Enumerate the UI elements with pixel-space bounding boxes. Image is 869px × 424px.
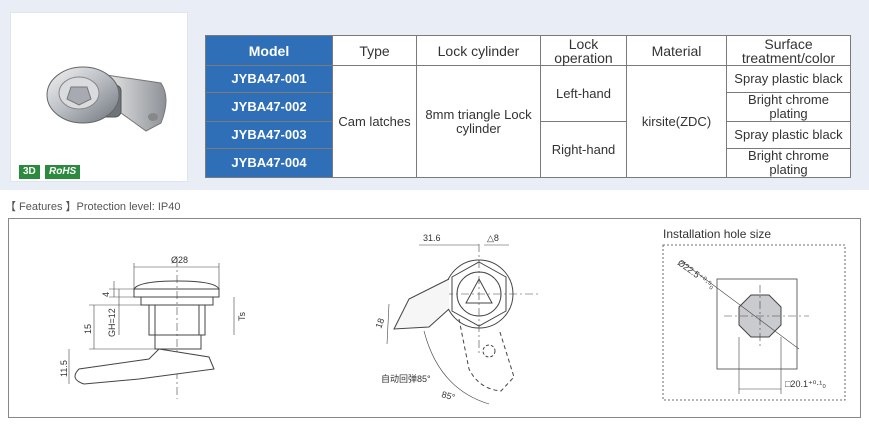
dim-31-6: 31.6 — [423, 233, 441, 243]
dim-triangle-8: △8 — [487, 233, 499, 243]
dim-11-5: 11.5 — [59, 360, 69, 377]
model-cell: JYBA47-003 — [205, 121, 333, 149]
lock-operation-cell: Right-hand — [540, 121, 627, 178]
dim-diameter-22-5: Ø22.5⁺⁰·⁵₀ — [676, 258, 717, 292]
dim-gh-12: GH=12 — [107, 308, 117, 337]
table-row: JYBA47-004 Bright chrome plating — [205, 148, 851, 178]
model-cell: JYBA47-004 — [205, 148, 333, 178]
product-photo: 3D RoHS — [10, 12, 188, 182]
surface-cell: Spray plastic black — [726, 121, 851, 149]
surface-cell: Spray plastic black — [726, 65, 851, 93]
header-type: Type — [332, 35, 417, 66]
surface-cell: Bright chrome plating — [726, 92, 851, 122]
header-surface: Surface treatment/color — [726, 35, 851, 66]
hole-size-title: Installation hole size — [663, 227, 771, 241]
model-cell: JYBA47-001 — [205, 65, 333, 93]
dim-diameter-28: Ø28 — [171, 255, 188, 265]
dim-4: 4 — [101, 292, 111, 297]
technical-drawing: Ø28 4 GH=12 15 Ts 11.5 31.6 △8 18 自动回弹85… — [8, 218, 861, 418]
header-lock-operation: Lock operation — [540, 35, 627, 66]
header-material: Material — [626, 35, 727, 66]
dim-18: 18 — [373, 317, 386, 330]
dim-ts: Ts — [237, 312, 247, 322]
table-row: JYBA47-001 Cam latches 8mm triangle Lock… — [205, 65, 851, 178]
type-cell: Cam latches — [332, 65, 417, 178]
front-view — [386, 244, 539, 405]
lock-cylinder-cell: 8mm triangle Lock cylinder — [416, 65, 541, 178]
dim-15: 15 — [83, 324, 93, 334]
lock-operation-cell: Left-hand — [540, 65, 627, 122]
cam-latch-image — [46, 66, 167, 132]
badge-3d: 3D — [19, 165, 40, 179]
dim-square-20-1: □20.1⁺⁰·¹₀ — [785, 379, 826, 389]
features-line: 【 Features 】Protection level: IP40 — [5, 201, 181, 213]
hole-view — [662, 244, 846, 401]
surface-cell: Bright chrome plating — [726, 148, 851, 178]
header-lock-cylinder: Lock cylinder — [416, 35, 541, 66]
table-row: JYBA47-002 Bright chrome plating — [205, 92, 851, 122]
header-model: Model — [205, 35, 333, 66]
table-header-row: Model Type Lock cylinder Lock operation … — [205, 35, 851, 66]
side-view — [68, 259, 235, 399]
material-cell: kirsite(ZDC) — [626, 65, 727, 178]
table-row: JYBA47-003 Right-hand Spray plastic blac… — [205, 121, 851, 178]
product-panel: 3D RoHS Model Type Lock cylinder Lock op… — [0, 0, 869, 190]
spec-table: Model Type Lock cylinder Lock operation … — [205, 35, 851, 178]
badge-rohs: RoHS — [45, 165, 81, 179]
drawing-svg: Ø28 4 GH=12 15 Ts 11.5 31.6 △8 18 自动回弹85… — [59, 227, 846, 405]
auto-return-label: 自动回弹85° — [381, 373, 431, 384]
angle-85: 85° — [440, 389, 456, 402]
model-cell: JYBA47-002 — [205, 92, 333, 122]
